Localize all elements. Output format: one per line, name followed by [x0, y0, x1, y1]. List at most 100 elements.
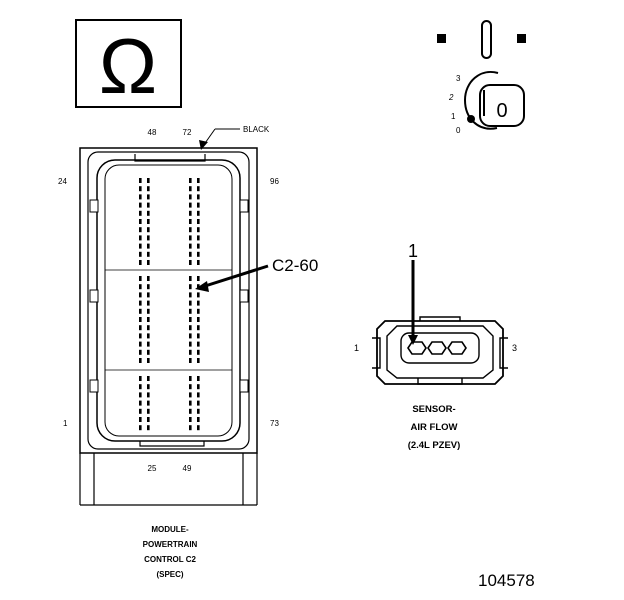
pin-callout-label: C2-60 [272, 256, 318, 275]
key-label: 0 [496, 100, 507, 122]
color-arrow-icon [199, 140, 208, 150]
module-connector: 48 72 24 96 1 73 25 49 BLACK C2-60 MODUL… [58, 125, 318, 579]
pin-label-25: 25 [148, 464, 157, 473]
pin-cavity [189, 417, 192, 422]
sensor-bottom-key [417, 378, 463, 385]
pin-cavity [147, 178, 150, 183]
pin-cavity [139, 376, 142, 381]
pin-cavity [147, 260, 150, 265]
pin-cavity [197, 260, 200, 265]
key-arc-icon [463, 70, 499, 130]
pin-cavity [139, 194, 142, 200]
pin-cavity [139, 400, 142, 406]
connector-side-latches [89, 199, 249, 393]
pin-cavity [139, 317, 142, 322]
pin-cavity [197, 349, 200, 355]
connector-bottom-tab [139, 441, 205, 447]
figure-number: 104578 [478, 571, 535, 590]
pin-cavity [197, 178, 200, 183]
pin-cavity [147, 202, 150, 208]
pin-cavity [139, 425, 142, 431]
caption-line: MODULE- [151, 525, 189, 534]
pin-cavity [139, 243, 142, 249]
pin-cavity [147, 425, 150, 431]
key-position-dot [467, 115, 475, 123]
key-left-square-icon [437, 34, 446, 43]
pin-label-1: 1 [63, 419, 68, 428]
pin-cavity [197, 408, 200, 414]
ignition-key-symbol: 3 2 1 0 0 [437, 20, 526, 135]
connector-seal [96, 159, 241, 442]
pin-cavity [189, 284, 192, 290]
pin-cavity [139, 178, 142, 183]
pin-cavity [197, 186, 200, 192]
pin-cavity [139, 210, 142, 216]
pin-cavity [189, 276, 192, 281]
key-pos-2: 2 [448, 93, 454, 102]
pin-cavity [139, 260, 142, 265]
pin-cavity [189, 392, 192, 398]
key-pos-3: 3 [456, 74, 461, 83]
pin-label-73: 73 [270, 419, 279, 428]
connector-color-label: BLACK [243, 125, 270, 134]
pin-cavity [189, 308, 192, 314]
pin-cavity [197, 392, 200, 398]
pin-cavity [197, 202, 200, 208]
pin-cavity [139, 358, 142, 363]
module-connector-caption: MODULE- POWERTRAIN CONTROL C2 (SPEC) [143, 525, 198, 579]
connector-tail [79, 453, 258, 506]
pin-cavity [189, 376, 192, 381]
pin-cavity [147, 408, 150, 414]
pin-cavity [139, 341, 142, 347]
connector-outer-housing [79, 147, 258, 454]
pin-cavity [147, 376, 150, 381]
pin-cavity [189, 425, 192, 431]
pin-cavity [189, 408, 192, 414]
pin-cavity [197, 243, 200, 249]
pin-cavity [139, 384, 142, 390]
ohm-icon: Ω [99, 22, 157, 110]
pin-cavity [197, 358, 200, 363]
pin-label-49: 49 [183, 464, 192, 473]
ohm-symbol-box [75, 19, 182, 108]
caption-line: AIR FLOW [411, 422, 458, 433]
key-right-square-icon [517, 34, 526, 43]
pin-label-96: 96 [270, 177, 279, 186]
pin-cavity [197, 284, 200, 290]
sensor-left-latch [372, 337, 381, 369]
pin-cavity [147, 358, 150, 363]
pin-cavity [147, 276, 150, 281]
pin-cavity [147, 194, 150, 200]
pin-cavity [139, 300, 142, 306]
pin-cavity [147, 292, 150, 298]
pin-cavity [139, 284, 142, 290]
pin-cavity [189, 341, 192, 347]
pin-cavity [197, 292, 200, 298]
pin-cavity [189, 194, 192, 200]
pin-cavity [147, 219, 150, 224]
pin-cavity [189, 202, 192, 208]
pin-cavity [197, 325, 200, 331]
sensor-connector-caption: SENSOR- AIR FLOW (2.4L PZEV) [408, 404, 461, 451]
pin-cavity [139, 276, 142, 281]
pin-cavity [139, 408, 142, 414]
pin-cavity [189, 400, 192, 406]
pin-cavities [139, 178, 200, 431]
pin-cavity [147, 317, 150, 322]
pin-cavity [139, 333, 142, 339]
sensor-pin-well [400, 332, 480, 364]
pin-cavity [189, 235, 192, 241]
pin-cavity [139, 227, 142, 233]
pin-cavity [189, 219, 192, 224]
pin-label-72: 72 [183, 128, 192, 137]
key-pos-1: 1 [451, 112, 456, 121]
sensor-pin-cavity [407, 341, 427, 355]
pin-cavity [197, 235, 200, 241]
pin-cavity [147, 341, 150, 347]
pin-cavity [189, 186, 192, 192]
pin-cavity [189, 227, 192, 233]
connector-top-tab [134, 154, 206, 162]
pin-cavity [189, 210, 192, 216]
caption-line: (2.4L PZEV) [408, 440, 461, 451]
